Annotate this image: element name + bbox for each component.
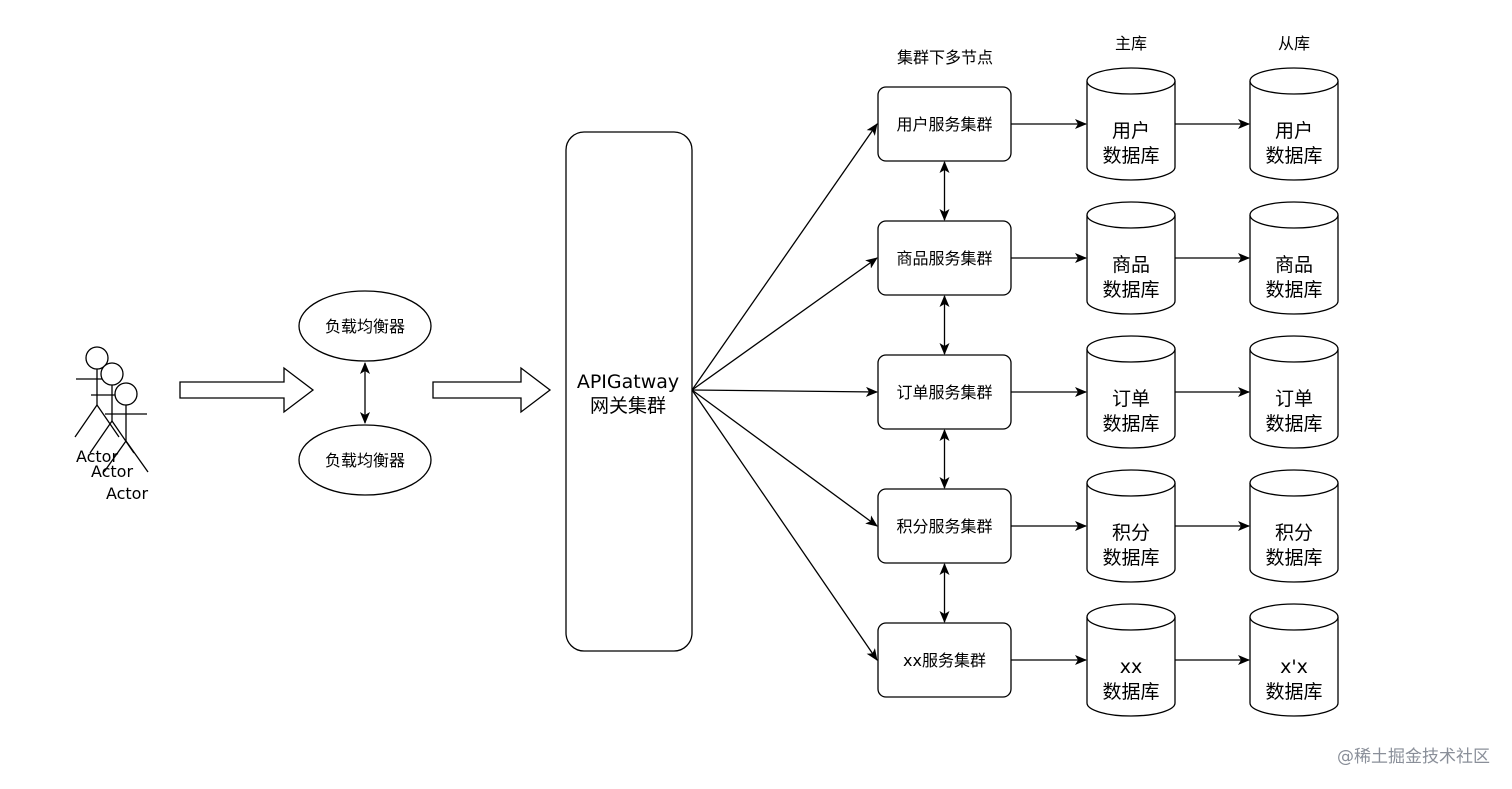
master-db-name: 商品 <box>1112 254 1150 276</box>
gateway-to-service-arrow <box>691 389 878 661</box>
slave-db-suffix: 数据库 <box>1265 413 1322 435</box>
gateway-box <box>565 131 693 652</box>
slave-db-suffix: 数据库 <box>1265 279 1322 301</box>
actor-label: Actor <box>106 484 149 503</box>
gateway-label-line2: 网关集群 <box>590 395 666 417</box>
slave-db-suffix: 数据库 <box>1265 681 1322 703</box>
service-cluster-label: 积分服务集群 <box>896 517 992 536</box>
gateway-to-service-arrow <box>691 389 878 527</box>
service-cluster-label: 商品服务集群 <box>896 249 992 268</box>
gateway-label-line1: APIGatway <box>577 371 679 393</box>
actor-figure-1 <box>74 346 120 438</box>
master-db-suffix: 数据库 <box>1102 279 1159 301</box>
master-db-cylinder <box>1086 335 1176 449</box>
load-balancer-label: 负载均衡器 <box>325 317 405 336</box>
load-balancer-label: 负载均衡器 <box>325 451 405 470</box>
actor-label: Actor <box>76 447 119 466</box>
slave-db-cylinder <box>1249 469 1339 583</box>
block-arrow-to-gateway <box>432 366 552 414</box>
load-balancer-ellipse <box>298 290 432 362</box>
actor-label: Actor <box>91 462 134 481</box>
service-rows: 用户服务集群用户数据库用户数据库商品服务集群商品数据库商品数据库订单服务集群订单… <box>691 67 1339 717</box>
header-cluster-nodes: 集群下多节点 <box>897 48 993 67</box>
slave-db-cylinder <box>1249 603 1339 717</box>
master-db-cylinder <box>1086 67 1176 181</box>
gateway-to-service-arrow <box>691 123 878 391</box>
master-db-suffix: 数据库 <box>1102 145 1159 167</box>
master-db-suffix: 数据库 <box>1102 413 1159 435</box>
slave-db-cylinder <box>1249 201 1339 315</box>
slave-db-cylinder <box>1249 67 1339 181</box>
slave-db-name: 订单 <box>1275 388 1313 410</box>
service-cluster-label: 用户服务集群 <box>896 115 992 134</box>
master-db-cylinder <box>1086 201 1176 315</box>
watermark-text: @稀土掘金技术社区 <box>1337 747 1490 767</box>
master-db-name: 积分 <box>1112 522 1150 544</box>
master-db-cylinder <box>1086 469 1176 583</box>
master-db-suffix: 数据库 <box>1102 681 1159 703</box>
master-db-name: 用户 <box>1112 120 1150 142</box>
slave-db-name: x'x <box>1280 656 1308 678</box>
gateway-to-service-arrow <box>691 257 878 391</box>
slave-db-name: 积分 <box>1275 522 1313 544</box>
service-cluster-label: xx服务集群 <box>903 651 986 670</box>
master-db-suffix: 数据库 <box>1102 547 1159 569</box>
header-slave-db: 从库 <box>1278 34 1310 53</box>
slave-db-name: 用户 <box>1275 120 1313 142</box>
load-balancer-ellipse <box>298 424 432 496</box>
slave-db-suffix: 数据库 <box>1265 547 1322 569</box>
block-arrow-to-lb <box>179 366 315 414</box>
actor-figure-3 <box>103 382 149 473</box>
slave-db-cylinder <box>1249 335 1339 449</box>
master-db-cylinder <box>1086 603 1176 717</box>
service-cluster-label: 订单服务集群 <box>896 383 992 402</box>
gateway-to-service-arrow <box>691 386 878 397</box>
master-db-name: xx <box>1120 656 1143 678</box>
master-db-name: 订单 <box>1112 388 1150 410</box>
header-master-db: 主库 <box>1115 34 1147 53</box>
slave-db-suffix: 数据库 <box>1265 145 1322 167</box>
slave-db-name: 商品 <box>1275 254 1313 276</box>
